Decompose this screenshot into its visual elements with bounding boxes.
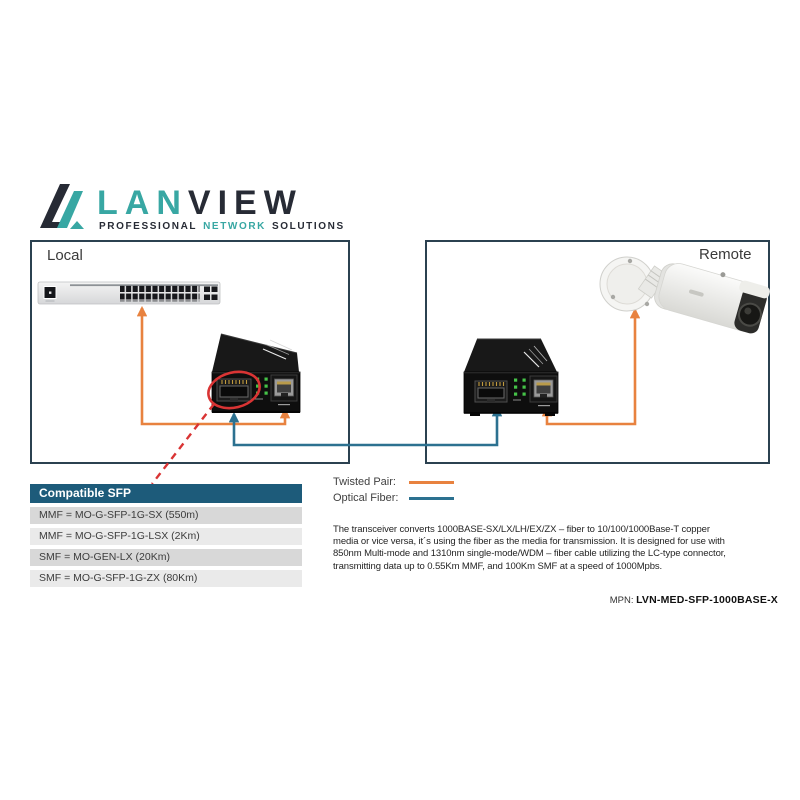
table-row: MMF = MO-G-SFP-1G-SX (550m) [30, 507, 302, 524]
legend-label: Twisted Pair: [333, 476, 396, 488]
mpn-value: LVN-MED-SFP-1000BASE-X [636, 594, 778, 606]
legend-item-twisted-pair: Twisted Pair: [333, 474, 454, 490]
legend-label: Optical Fiber: [333, 492, 399, 504]
mpn-label: MPN: [609, 595, 637, 606]
table-row: MMF = MO-G-SFP-1G-LSX (2Km) [30, 528, 302, 545]
table-row: SMF = MO-GEN-LX (20Km) [30, 549, 302, 566]
optical-fiber-swatch [409, 496, 454, 500]
brand-view: VIEW [187, 184, 303, 222]
tagline-word: NETWORK [203, 221, 266, 232]
logo-dark-l-shape [40, 184, 70, 228]
brand-tagline: PROFESSIONAL NETWORK SOLUTIONS [99, 221, 351, 232]
table-row: SMF = MO-G-SFP-1G-ZX (80Km) [30, 570, 302, 587]
remote-site-box [425, 240, 770, 464]
tagline-word: PROFESSIONAL [99, 221, 198, 232]
table-header: Compatible SFP [30, 484, 302, 503]
lanview-logo-icon [40, 184, 84, 229]
logo-teal-l-shape [57, 191, 83, 228]
twisted-pair-swatch [409, 480, 454, 484]
tagline-word: SOLUTIONS [271, 221, 345, 232]
local-label: Local [47, 247, 83, 264]
legend-item-optical-fiber: Optical Fiber: [333, 490, 454, 506]
legend: Twisted Pair: Optical Fiber: [333, 474, 454, 506]
mpn-line: MPN: LVN-MED-SFP-1000BASE-X [420, 590, 778, 608]
compatible-sfp-table: Compatible SFP MMF = MO-G-SFP-1G-SX (550… [30, 484, 302, 587]
remote-label: Remote [699, 246, 752, 263]
product-description: The transceiver converts 1000BASE-SX/LX/… [333, 524, 726, 572]
brand-lan: LAN [97, 184, 188, 222]
local-site-box [30, 240, 350, 464]
logo-teal-triangle-icon [70, 221, 84, 229]
brand-wordmark: LANVIEW [97, 186, 303, 220]
